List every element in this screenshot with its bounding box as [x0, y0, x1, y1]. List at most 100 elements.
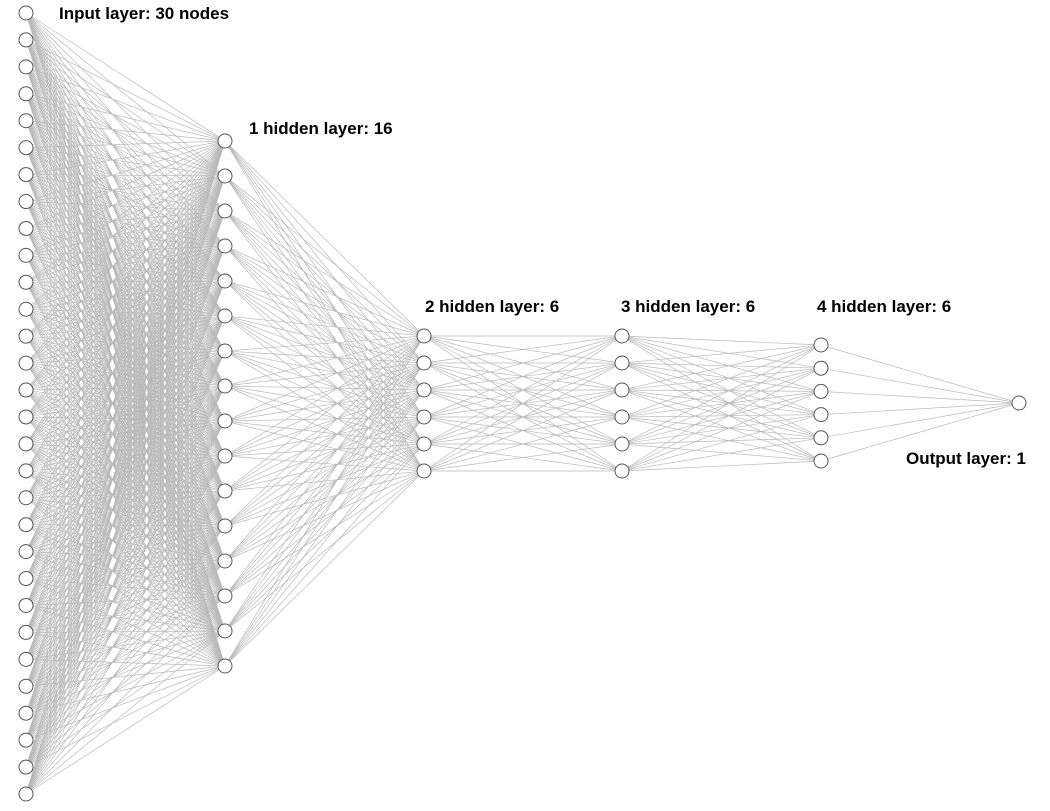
connection-h1-h2 [224, 315, 425, 364]
connection-input-h1 [25, 524, 226, 667]
connection-input-h1 [25, 280, 226, 525]
h1-node-1 [217, 133, 233, 149]
input-node-11 [18, 274, 34, 290]
input-node-27 [18, 705, 34, 721]
hidden-layer-3-label: 3 hidden layer: 6 [621, 297, 756, 316]
connection-input-h1 [25, 175, 226, 391]
connection-input-h1 [25, 490, 226, 660]
connection-h1-h2 [224, 315, 425, 391]
connection-input-h1 [25, 595, 226, 660]
connection-input-h1 [25, 280, 226, 795]
connection-h1-h2 [224, 140, 425, 337]
connection-h1-h2 [224, 335, 425, 562]
connection-h1-h2 [224, 210, 425, 445]
connection-h1-h2 [224, 280, 425, 445]
connection-h1-h2 [224, 389, 425, 597]
connection-input-h1 [25, 490, 226, 579]
connection-h1-h2 [224, 362, 425, 597]
connection-h4-output [820, 402, 1020, 462]
connection-input-h1 [25, 175, 226, 741]
h3-node-2 [614, 355, 630, 371]
connection-input-h1 [25, 210, 226, 660]
connection-h3-h4 [621, 391, 822, 472]
input-node-5 [18, 113, 34, 129]
connection-h1-h2 [224, 245, 425, 445]
connection-h1-h2 [224, 350, 425, 391]
connection-input-h1 [25, 140, 226, 606]
connection-input-h1 [25, 140, 226, 795]
connection-h1-h2 [224, 362, 425, 667]
h1-node-13 [217, 553, 233, 569]
connection-input-h1 [25, 175, 226, 660]
connection-input-h1 [25, 120, 226, 142]
connection-h1-h2 [224, 335, 425, 492]
connection-input-h1 [25, 140, 226, 229]
connection-input-h1 [25, 140, 226, 741]
connection-input-h1 [25, 455, 226, 499]
connection-h1-h2 [224, 470, 425, 667]
connection-input-h1 [25, 630, 226, 660]
connection-input-h1 [25, 490, 226, 633]
connection-input-h1 [25, 210, 226, 633]
connection-input-h1 [25, 470, 226, 527]
connection-h3-h4 [621, 443, 822, 462]
connection-input-h1 [25, 350, 226, 795]
connection-h1-h2 [224, 443, 425, 562]
connection-input-h1 [25, 578, 226, 632]
connection-input-h1 [25, 490, 226, 552]
input-node-12 [18, 301, 34, 317]
connection-input-h1 [25, 140, 226, 472]
connection-h3-h4 [621, 414, 822, 445]
h4-node-6 [813, 453, 829, 469]
input-node-15 [18, 382, 34, 398]
connection-h3-h4 [621, 335, 822, 415]
hidden-layer-4-label: 4 hidden layer: 6 [817, 297, 952, 316]
connection-h1-h2 [224, 245, 425, 472]
input-node-24 [18, 624, 34, 640]
connection-input-h1 [25, 175, 226, 768]
hidden-layer-2-label: 2 hidden layer: 6 [425, 297, 560, 316]
connection-h1-h2 [224, 416, 425, 667]
connection-input-h1 [25, 490, 226, 768]
connection-input-h1 [25, 560, 226, 579]
connection-input-h1 [25, 497, 226, 632]
connection-h1-h2 [224, 420, 425, 445]
input-node-1 [18, 5, 34, 21]
connection-h3-h4 [621, 391, 822, 445]
connection-input-h1 [25, 174, 226, 177]
connection-h3-h4 [621, 416, 822, 439]
connection-h1-h2 [224, 416, 425, 457]
connection-input-h1 [25, 93, 226, 177]
connection-h1-h2 [224, 362, 425, 632]
connection-input-h1 [25, 140, 226, 283]
input-node-20 [18, 517, 34, 533]
connection-input-h1 [25, 595, 226, 795]
connection-input-h1 [25, 350, 226, 579]
connection-h1-h2 [224, 140, 425, 445]
connection-input-h1 [25, 420, 226, 714]
connection-input-h1 [25, 140, 226, 418]
connection-input-h1 [25, 140, 226, 687]
connection-h2-h3 [423, 443, 623, 472]
input-node-3 [18, 59, 34, 75]
h1-node-14 [217, 588, 233, 604]
connection-h1-h2 [224, 140, 425, 364]
connection-input-h1 [25, 175, 226, 256]
connection-h1-h2 [224, 389, 425, 527]
input-node-4 [18, 86, 34, 102]
connection-input-h1 [25, 140, 226, 525]
connection-h3-h4 [621, 367, 822, 418]
h3-node-5 [614, 436, 630, 452]
input-node-9 [18, 220, 34, 236]
connection-input-h1 [25, 140, 226, 310]
connection-input-h1 [25, 147, 226, 177]
connection-input-h1 [25, 524, 226, 527]
connection-input-h1 [25, 315, 226, 606]
connection-input-h1 [25, 490, 226, 714]
connection-input-h1 [25, 455, 226, 795]
h1-node-4 [217, 238, 233, 254]
connection-input-h1 [25, 420, 226, 499]
neurons [18, 5, 1027, 802]
connection-input-h1 [25, 665, 226, 687]
connection-input-h1 [25, 245, 226, 552]
